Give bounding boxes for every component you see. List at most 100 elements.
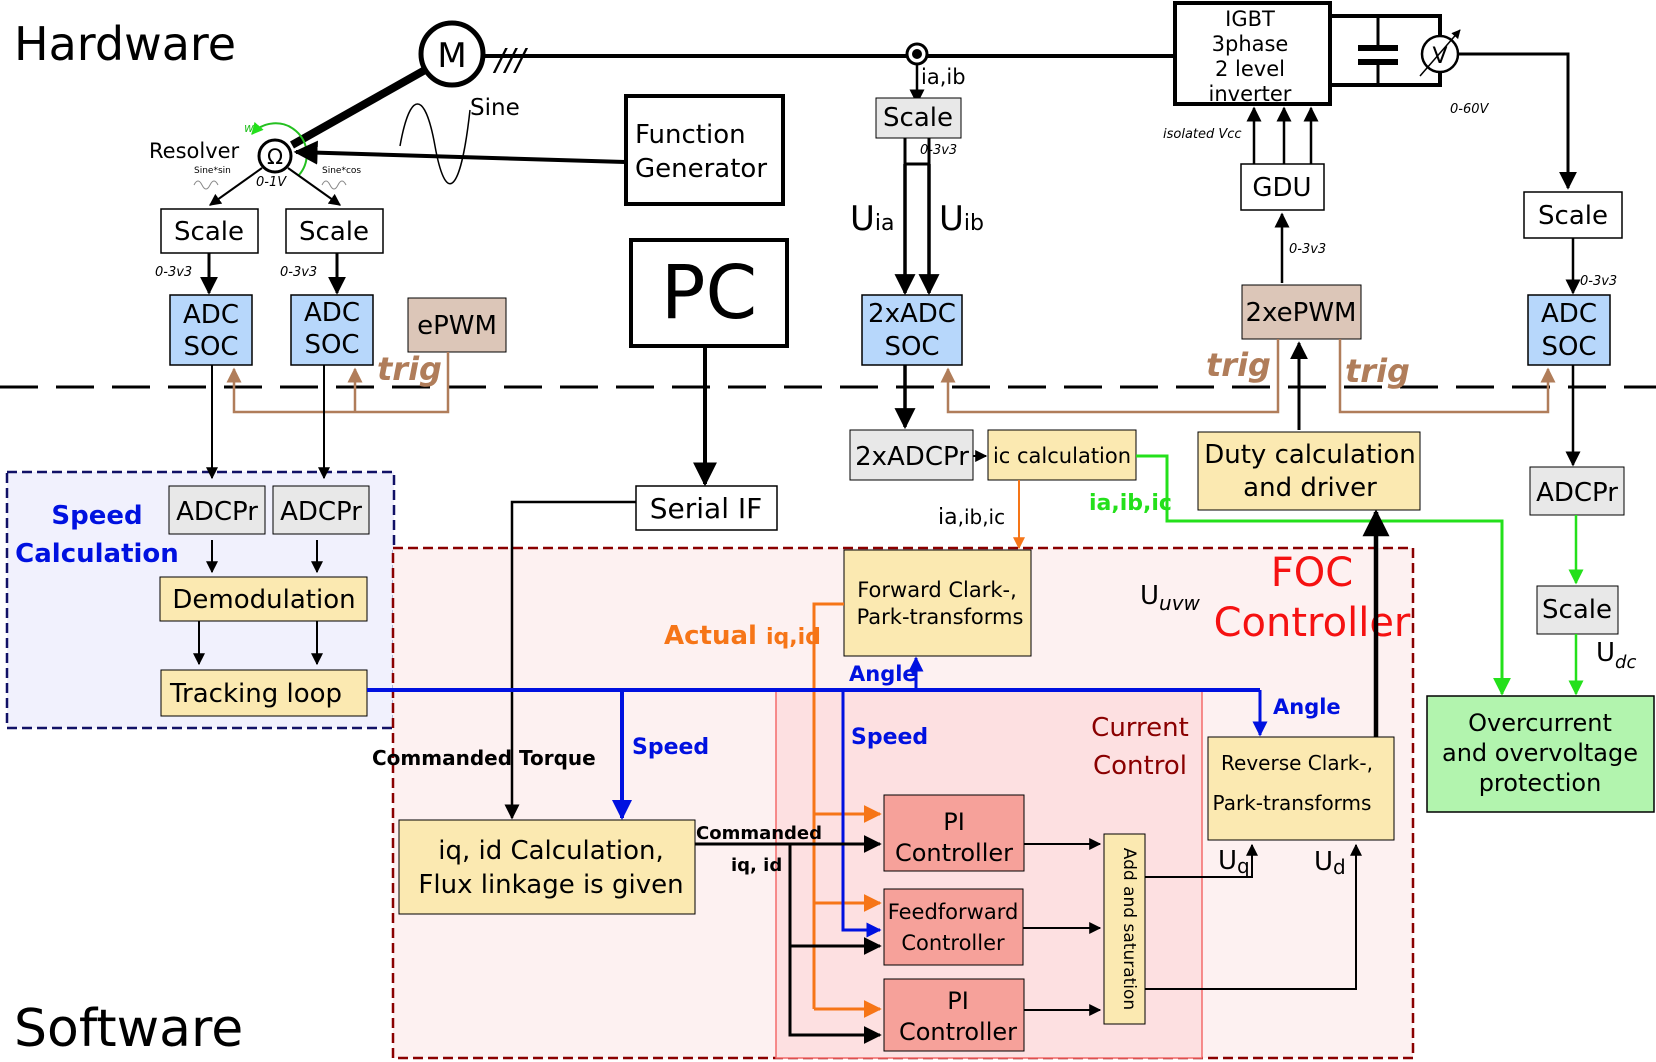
iq-id-calculation-box <box>398 819 696 915</box>
add-saturation-label: Add and saturation <box>1119 848 1139 1010</box>
command-id-line <box>788 844 882 1044</box>
omega-symbol: Ω <box>267 145 283 169</box>
pc-box <box>629 238 789 348</box>
foc-label-l1: FOC <box>1271 550 1353 596</box>
reverse-clark-l2: Park-transforms <box>1213 791 1372 815</box>
speed-calc-l1: Speed <box>51 501 142 531</box>
trig-label-2: trig <box>1206 346 1271 384</box>
serial-if-box <box>635 485 778 531</box>
udc-label: Udc <box>1596 638 1636 673</box>
pi-controller-d <box>883 978 1025 1052</box>
pi-controller-d-l2: Controller <box>899 1018 1017 1046</box>
adcpr-speed-2 <box>272 485 370 535</box>
sine-small-icon-b <box>321 180 347 190</box>
function-generator-line1: Function <box>635 120 746 150</box>
pi-controller-q-l2: Controller <box>895 839 1013 867</box>
ia-ib-ic-label: ia,ib,ic <box>938 505 1005 530</box>
voltage-sense-line <box>1458 52 1577 190</box>
torque-command-line <box>504 500 636 820</box>
pi-controller-q <box>883 794 1025 872</box>
protection-l1: Overcurrent <box>1468 709 1612 737</box>
sine-sin-label: Sine*sin <box>194 166 231 176</box>
adc-soc-a-l2: SOC <box>183 332 238 362</box>
u-ia-label: Uia <box>850 199 894 239</box>
resolver-range: 0-1V <box>256 175 287 190</box>
function-generator-box <box>624 94 785 206</box>
current-sense-dot <box>912 49 922 59</box>
inverter-l2: 3phase <box>1212 32 1289 56</box>
serial-if-label: Serial IF <box>650 492 763 525</box>
range-dc-link: 0-60V <box>1450 102 1490 117</box>
adc-soc-b-l1: ADC <box>304 298 360 328</box>
adc-soc-a-l1: ADC <box>183 300 239 330</box>
duty-calculation-box <box>1197 431 1421 511</box>
ic-calculation-box <box>987 429 1137 481</box>
current-to-protection-line <box>1136 454 1511 696</box>
pi-controller-d-l1: PI <box>947 987 969 1015</box>
trig-line-epwm <box>226 352 450 414</box>
range-r2: 0-3v3 <box>280 265 317 280</box>
motor-label: M <box>437 36 466 76</box>
motor-symbol <box>418 20 486 88</box>
protection-l2: and overvoltage <box>1442 739 1638 767</box>
udc-scale-box <box>1536 585 1619 635</box>
resolver-label: Resolver <box>149 139 240 163</box>
sine-small-icon-a <box>193 180 219 190</box>
motor-shaft <box>290 66 427 149</box>
voltmeter-label: V <box>1432 44 1447 69</box>
adc-soc-c-l1: 2xADC <box>868 299 956 329</box>
uq-line <box>1145 843 1258 878</box>
inverter-box <box>1173 1 1332 106</box>
ud-label: Ud <box>1314 847 1346 879</box>
resolver-symbol <box>257 138 293 174</box>
forward-clark-l2: Park-transforms <box>857 605 1024 629</box>
adc-soc-d <box>1527 294 1611 366</box>
adc-soc-b <box>290 294 374 366</box>
pi-controller-q-l1: PI <box>943 808 965 836</box>
commanded-iq-id-l1: Commanded <box>696 823 822 844</box>
adc-soc-a <box>169 294 253 366</box>
inverter-l3: 2 level <box>1215 57 1285 81</box>
gdu-label: GDU <box>1252 173 1311 203</box>
inverter-l4: inverter <box>1209 82 1292 106</box>
feedforward-l2: Controller <box>901 931 1005 955</box>
adc-soc-b-l2: SOC <box>304 330 359 360</box>
gdu-box <box>1240 163 1325 211</box>
epwm-label: ePWM <box>417 311 497 341</box>
sine-wave-icon <box>399 103 471 185</box>
tracking-loop-label: Tracking loop <box>169 679 342 709</box>
adcpr-speed-1-label: ADCPr <box>176 497 258 527</box>
voltage-scale-box <box>1523 191 1623 239</box>
trig-line-adc-voltage <box>1338 339 1556 414</box>
current-scale-label: Scale <box>883 103 953 133</box>
resolver-scale-b <box>285 208 384 254</box>
demodulation-label: Demodulation <box>172 585 355 615</box>
forward-clark-box <box>843 549 1032 657</box>
iq-id-calculation-l2: Flux linkage is given <box>418 870 683 900</box>
foc-label-l2: Controller <box>1214 600 1411 646</box>
trig-label-3: trig <box>1345 352 1410 390</box>
protection-l3: protection <box>1479 769 1602 797</box>
resolver-scale-b-label: Scale <box>299 217 369 247</box>
range-voltage: 0-3v3 <box>1580 274 1617 289</box>
angle-label-1: Angle <box>849 662 917 686</box>
ia-ib-label: ia,ib <box>921 65 966 89</box>
adcpr-speed-2-label: ADCPr <box>280 497 362 527</box>
voltage-scale-label: Scale <box>1538 201 1608 231</box>
pc-label: PC <box>661 250 757 336</box>
angle-label-2: Angle <box>1273 695 1341 719</box>
isolated-vcc-label: isolated Vcc <box>1163 127 1242 142</box>
resolver-scale-a-label: Scale <box>174 217 244 247</box>
adc-soc-d-l1: ADC <box>1541 299 1597 329</box>
current-control-l2: Control <box>1093 751 1187 781</box>
adcpr-voltage-label: ADCPr <box>1536 478 1618 508</box>
feedforward-l1: Feedforward <box>888 900 1019 924</box>
adc-soc-c <box>861 294 963 366</box>
function-generator-line2: Generator <box>635 154 767 184</box>
duty-calculation-l1: Duty calculation <box>1204 440 1416 470</box>
range-current: 0-3v3 <box>920 143 957 158</box>
actual-iq-id-label: Actual iq,id <box>664 621 821 651</box>
ud-line <box>1145 843 1362 990</box>
uq-label: Uq <box>1218 846 1250 878</box>
